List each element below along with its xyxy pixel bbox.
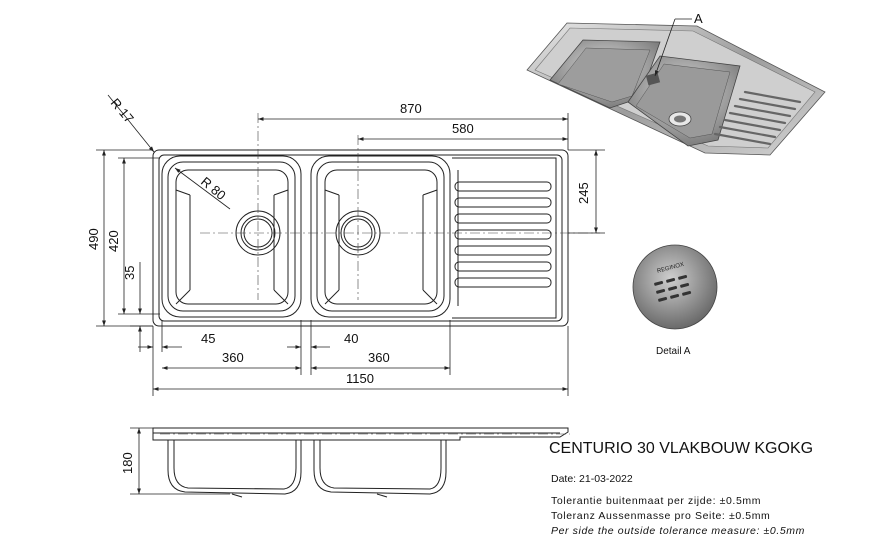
- radius-80-label: R 80: [198, 174, 229, 203]
- dim-360-left: 360: [222, 350, 244, 365]
- drawing-date: Date: 21-03-2022: [551, 473, 633, 485]
- drainer: [452, 157, 557, 319]
- plan-view: R 17 R 80 870 580 245 490 420 35: [86, 94, 605, 396]
- detail-A-caption: Detail A: [656, 346, 691, 357]
- side-view: 180: [120, 427, 570, 498]
- dim-180: 180: [120, 452, 135, 474]
- sink-outline: [152, 149, 569, 327]
- dim-1150: 1150: [346, 371, 374, 386]
- right-bowl: [310, 155, 451, 318]
- tolerance-de: Toleranz Aussenmasse pro Seite: ±0.5mm: [551, 510, 771, 522]
- tolerance-nl: Tolerantie buitenmaat per zijde: ±0.5mm: [551, 495, 762, 507]
- drawing-title: CENTURIO 30 VLAKBOUW KGOKG: [549, 440, 814, 457]
- dim-40: 40: [344, 331, 358, 346]
- dim-420: 420: [106, 230, 121, 252]
- dim-245: 245: [576, 182, 591, 204]
- left-bowl: [161, 155, 302, 318]
- sink-3d-render: [526, 22, 826, 156]
- dim-360-right: 360: [368, 350, 390, 365]
- callout-A-label: A: [694, 11, 703, 26]
- dim-35: 35: [122, 266, 137, 280]
- dim-45: 45: [201, 331, 215, 346]
- dim-580: 580: [452, 121, 474, 136]
- sink-rim-inner: [158, 154, 563, 322]
- dim-870: 870: [400, 101, 422, 116]
- detail-A: REGINOX: [632, 244, 718, 330]
- dim-490: 490: [86, 228, 101, 250]
- tolerance-en: Per side the outside tolerance measure: …: [551, 525, 805, 537]
